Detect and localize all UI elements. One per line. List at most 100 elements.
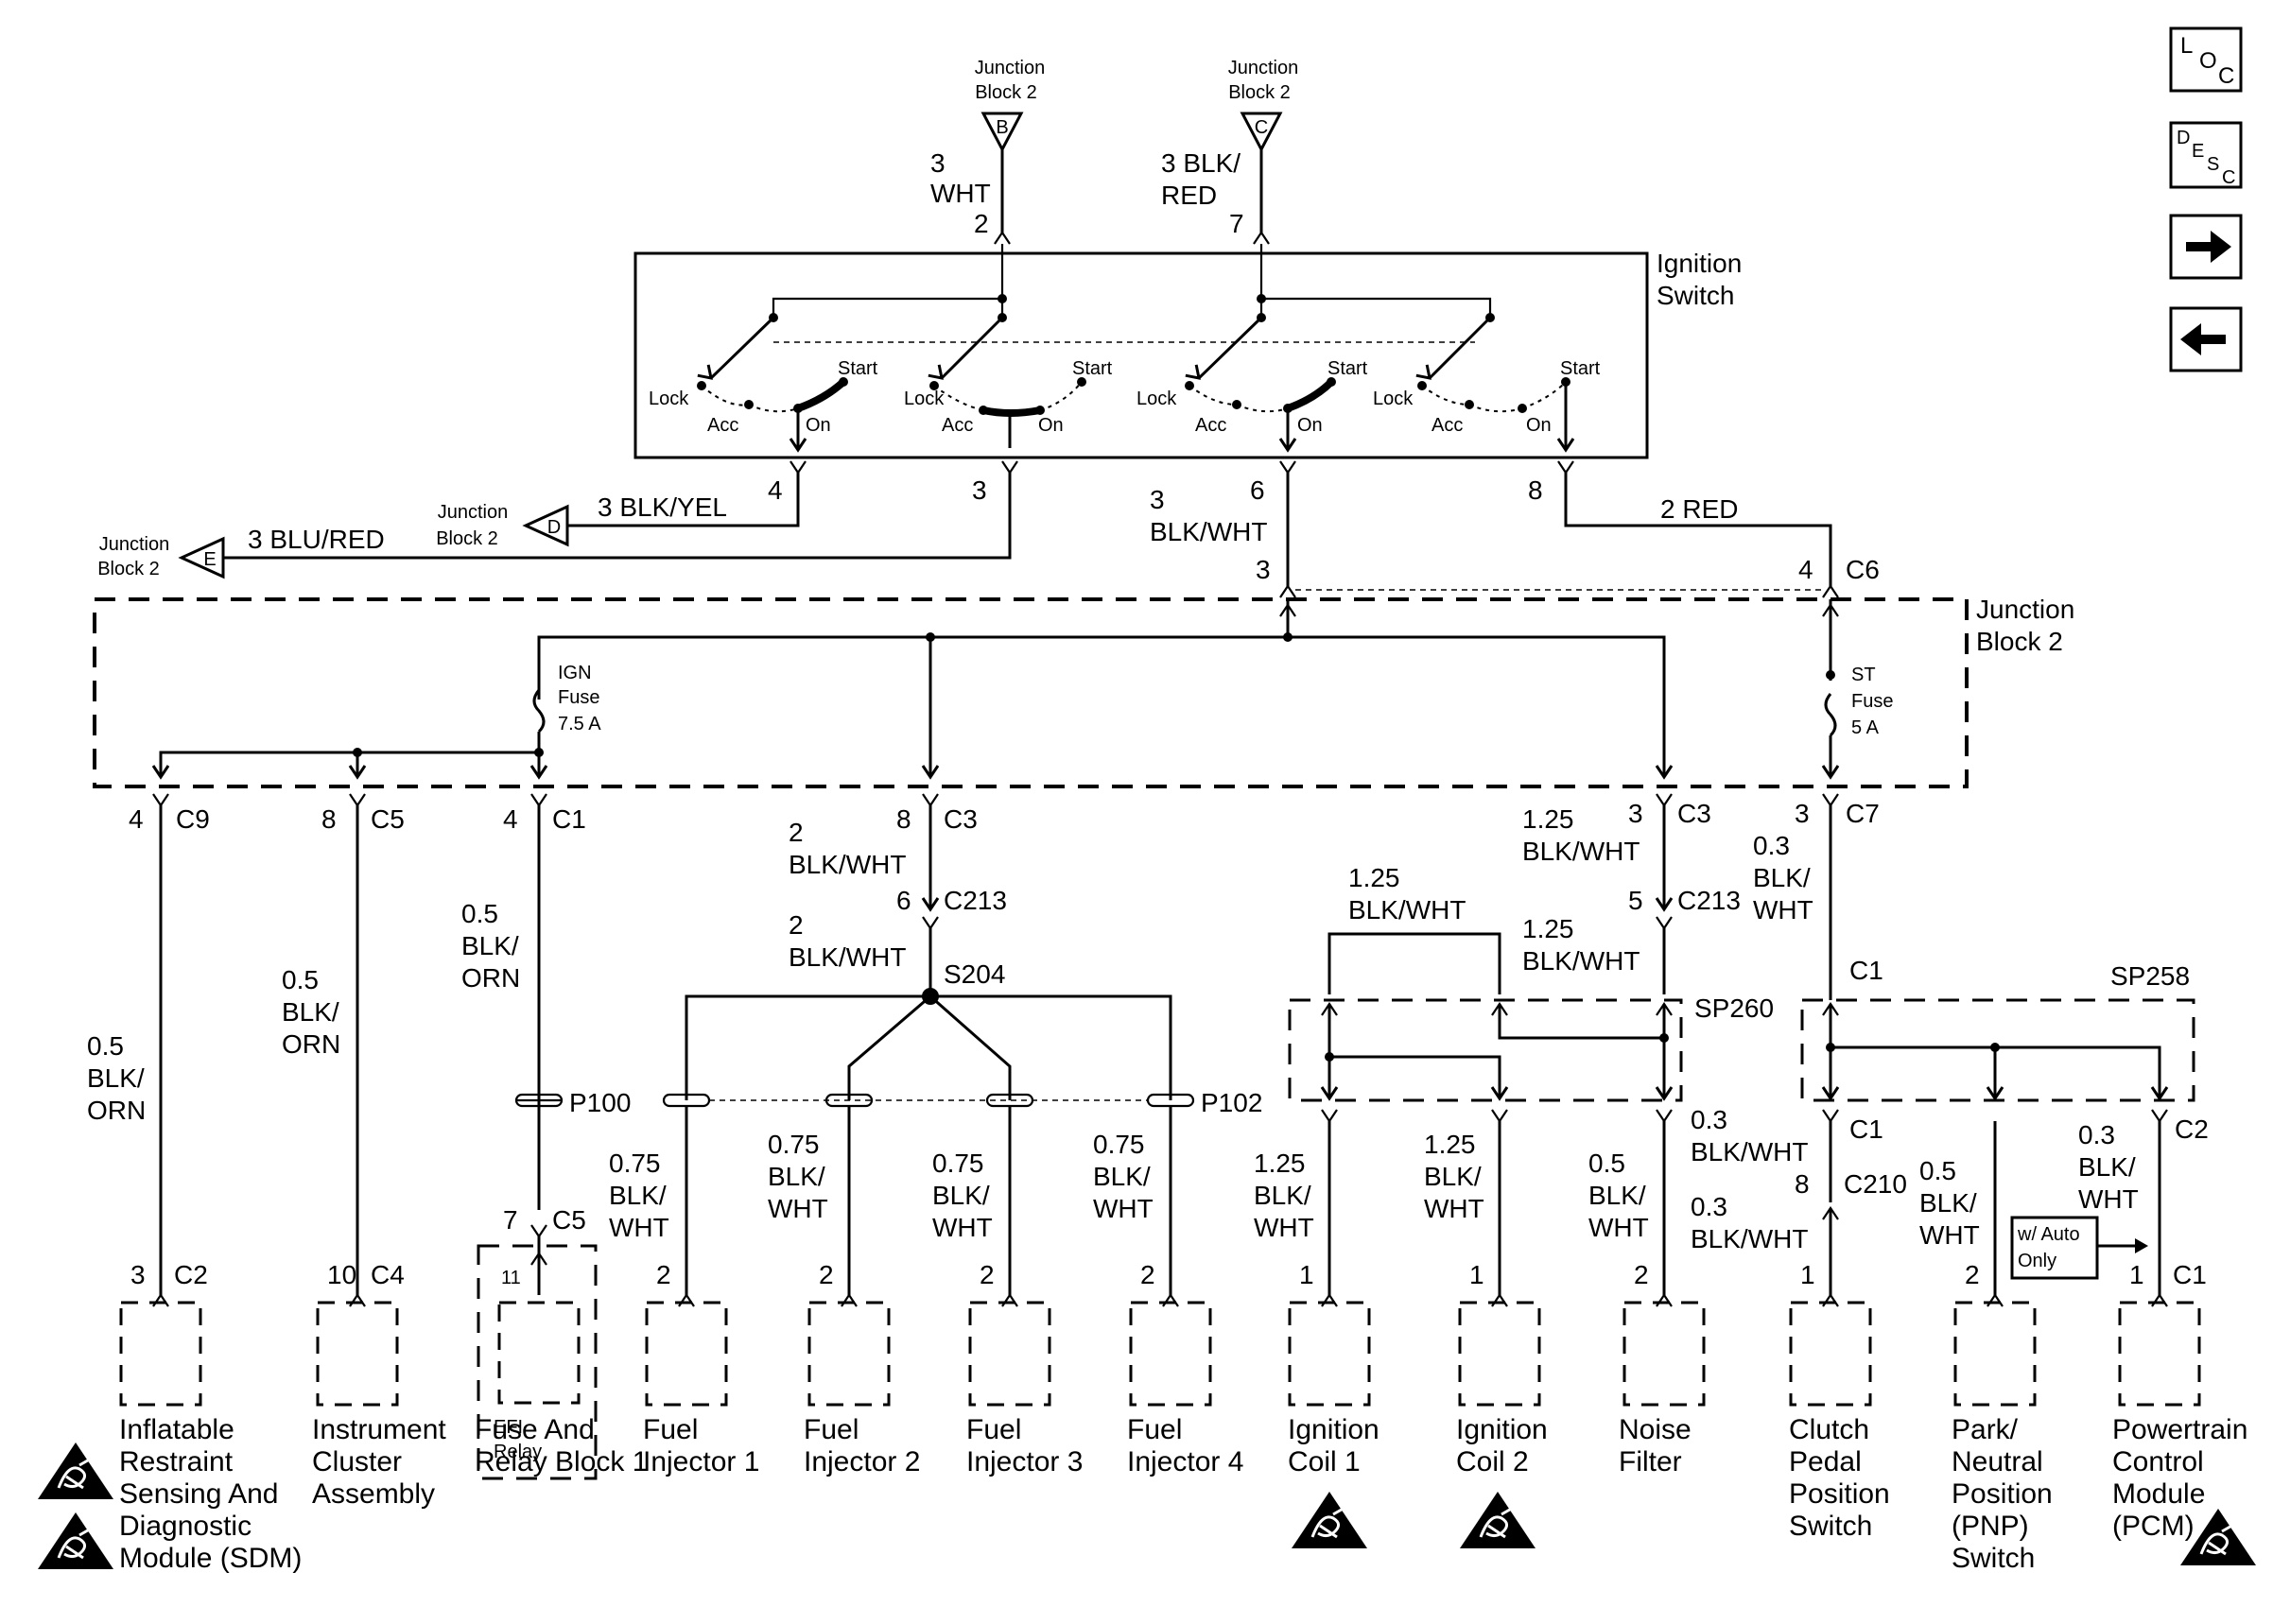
jb2-d-label-1: Junction: [438, 502, 509, 523]
jb2-c-pin: 7: [1229, 209, 1244, 238]
deck4-on: On: [1526, 415, 1552, 436]
coil-mid-color: BLK/WHT: [1522, 946, 1640, 976]
component-label: Fuel: [1127, 1414, 1182, 1445]
deck1-lock: Lock: [649, 389, 689, 409]
next-page-button[interactable]: [2169, 214, 2243, 280]
fuse-wire-color-2: ORN: [461, 963, 520, 993]
component-label: Cluster: [312, 1446, 402, 1477]
jb2-label-2: Block 2: [1976, 627, 2063, 656]
connector-d-letter: D: [547, 517, 561, 538]
esd-warning-icon: [36, 1441, 115, 1501]
pcm-wire-color-1: BLK/: [2078, 1152, 2136, 1182]
jb2-b-wire-size: 3: [930, 148, 946, 178]
inj-top-color: BLK/WHT: [789, 850, 906, 879]
c1-label: C1: [552, 804, 586, 834]
connector-e-icon: [178, 536, 225, 579]
desc-letter-c: C: [2222, 167, 2235, 188]
sp258-c1-label: C1: [1849, 956, 1883, 985]
relay-inner-label: EFI: [494, 1417, 523, 1438]
jb2-c-label-1: Junction: [1228, 58, 1299, 78]
nf-wire-color-2: WHT: [1588, 1213, 1649, 1242]
c3-label: C3: [944, 804, 978, 834]
c3r-wire-size: 1.25: [1522, 804, 1574, 834]
component-pin: 2: [980, 1260, 995, 1289]
deck3-on: On: [1297, 415, 1323, 436]
switch-output-connectors: 4 3 6 8: [768, 459, 1575, 505]
ign-fuse-label-1: IGN: [558, 663, 592, 683]
esd-warning-icon: [1290, 1490, 1369, 1550]
inj4-wire-color-1: BLK/: [1093, 1162, 1151, 1191]
p102-label: P102: [1201, 1088, 1262, 1117]
component-pin: 2: [656, 1260, 671, 1289]
sdm-wire-size: 0.5: [87, 1031, 124, 1061]
c7-label: C7: [1846, 799, 1880, 828]
component-label: Diagnostic: [119, 1511, 252, 1542]
ign-fuse-label-3: 7.5 A: [558, 714, 601, 734]
loc-letter-o: O: [2199, 48, 2217, 74]
inj-top-size: 2: [789, 818, 804, 847]
inj1-wire-color-1: BLK/: [609, 1181, 667, 1210]
component-label: Instrument: [312, 1414, 446, 1445]
component-label: Coil 2: [1456, 1446, 1529, 1477]
ign-fuse-label-2: Fuse: [558, 687, 599, 708]
pcm-wire-color-2: WHT: [2078, 1184, 2139, 1214]
cp-c1-label: C1: [1849, 1114, 1883, 1144]
jb2-c-wire-color: RED: [1161, 181, 1217, 210]
component-label: Coil 1: [1288, 1446, 1361, 1477]
loc-button[interactable]: L O C: [2169, 26, 2243, 93]
c3r-label: C3: [1677, 799, 1711, 828]
inj4-wire-size: 0.75: [1093, 1130, 1145, 1159]
component-label: Noise: [1619, 1414, 1692, 1445]
deck1-start: Start: [838, 358, 878, 379]
c5b-pin: 7: [503, 1205, 518, 1235]
st-fuse-label-3: 5 A: [1851, 717, 1880, 738]
switch-pin-4: 4: [768, 475, 783, 505]
deck4-lock: Lock: [1373, 389, 1414, 409]
deck2-start: Start: [1072, 358, 1113, 379]
prev-page-button[interactable]: [2169, 306, 2243, 372]
c213-label: C213: [944, 886, 1007, 915]
fuse-wire-color-1: BLK/: [461, 931, 519, 960]
component-pin: 1: [1800, 1260, 1815, 1289]
c5b-label: C5: [552, 1205, 586, 1235]
deck1-on: On: [806, 415, 831, 436]
jb2-b-label-2: Block 2: [975, 82, 1037, 103]
switch-pin-8: 8: [1528, 475, 1543, 505]
branch-injectors: 2 BLK/WHT 6 C213 2 BLK/WHT S204 P102 0.7…: [609, 805, 1262, 1295]
coil-mid-size: 1.25: [1522, 914, 1574, 943]
c213b-label: C213: [1677, 886, 1741, 915]
ign-fuse-icon: [532, 689, 546, 734]
jb2-e-label-2: Block 2: [97, 559, 160, 579]
desc-button[interactable]: D E S C: [2169, 121, 2243, 189]
red-wire-label: 2 RED: [1660, 494, 1738, 524]
feed-jb2-e: E Junction Block 2 3 BLU/RED: [97, 473, 1012, 579]
coil2-wire-color-1: BLK/: [1424, 1162, 1482, 1191]
branch-sdm: 0.5 BLK/ ORN: [87, 805, 163, 1270]
inj-mid-size: 2: [789, 910, 804, 940]
inj3-wire-size: 0.75: [932, 1149, 984, 1178]
sp258-label: SP258: [2110, 961, 2190, 991]
loc-letter-l: L: [2180, 33, 2193, 59]
p100-label: P100: [569, 1088, 631, 1117]
inj1-wire-size: 0.75: [609, 1149, 661, 1178]
ignition-switch: Ignition Switch Lock: [633, 244, 1742, 459]
c3r-wire-color: BLK/WHT: [1522, 837, 1640, 866]
c5-label: C5: [371, 804, 405, 834]
auto-only-label-2: Only: [2018, 1251, 2056, 1271]
c210-label: C210: [1844, 1169, 1907, 1199]
component-label: Module: [2112, 1478, 2205, 1510]
connector-e-letter: E: [203, 549, 216, 570]
desc-letter-d: D: [2177, 128, 2190, 148]
nf-wire-color-1: BLK/: [1588, 1181, 1646, 1210]
component-label: Sensing And: [119, 1478, 278, 1510]
jb2-b-label-1: Junction: [975, 58, 1046, 78]
inj2-wire-color-1: BLK/: [768, 1162, 825, 1191]
jb2-label-1: Junction: [1976, 595, 2074, 624]
component-label: Powertrain: [2112, 1414, 2247, 1445]
component-connector: C4: [371, 1260, 405, 1289]
sp260-label: SP260: [1694, 993, 1774, 1023]
feed-jb2-c: Junction Block 2 C 3 BLK/ RED 7: [1161, 58, 1299, 246]
